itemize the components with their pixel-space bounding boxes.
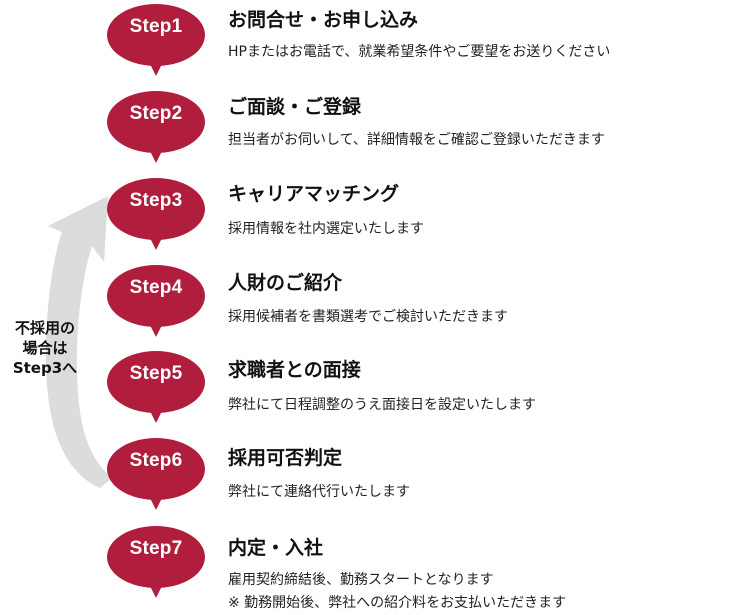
step-6-label: Step6 [129, 450, 183, 471]
step-7-title: 内定・入社 [228, 537, 324, 559]
side-note-line-1: 不採用の [14, 319, 75, 337]
step-1-badge-shape [107, 4, 205, 76]
step-3-badge: Step3 [106, 172, 206, 250]
step-5-badge-shape [107, 351, 205, 423]
step-5-description: 弊社にて日程調整のうえ面接日を設定いたします [228, 397, 536, 413]
step-3-label: Step3 [129, 190, 183, 211]
step-6-badge: Step6 [106, 432, 206, 510]
step-2-label: Step2 [129, 103, 183, 124]
step-2-badge: Step2 [106, 85, 206, 163]
step-7-note: ※ 勤務開始後、弊社への紹介料をお支払いただきます [228, 595, 567, 611]
step-3-title: キャリアマッチング [228, 183, 400, 205]
step-6-badge-shape [107, 438, 205, 510]
step-2-description: 担当者がお伺いして、詳細情報をご確認ご登録いただきます [228, 132, 605, 148]
step-2-badge-shape [107, 91, 205, 163]
loop-back-arrow-shape [45, 196, 112, 488]
step-1-badge: Step1 [106, 0, 206, 76]
step-3-badge-shape [107, 178, 205, 250]
step-2-title: ご面談・ご登録 [228, 96, 362, 118]
step-4-description: 採用候補者を書類選考でご検討いただきます [228, 309, 508, 325]
step-4-label: Step4 [129, 277, 183, 298]
step-4-badge: Step4 [106, 259, 206, 337]
step-5-title: 求職者との面接 [228, 359, 361, 381]
step-7-badge: Step7 [106, 520, 206, 598]
step-4-title: 人財のご紹介 [228, 272, 343, 294]
step-7-badge-shape [107, 526, 205, 598]
step-1-title: お問合せ・お申し込み [228, 9, 419, 31]
step-4-badge-shape [107, 265, 205, 337]
step-7-label: Step7 [129, 538, 183, 559]
step-1-label: Step1 [129, 16, 183, 37]
step-3-description: 採用情報を社内選定いたします [228, 221, 424, 237]
side-note-line-2: 場合は [22, 339, 68, 357]
step-6-title: 採用可否判定 [228, 447, 343, 469]
step-5-badge: Step5 [106, 345, 206, 423]
step-6-description: 弊社にて連絡代行いたします [228, 484, 410, 500]
step-5-label: Step5 [129, 363, 183, 384]
side-note-line-3: Step3へ [12, 359, 78, 377]
step-7-description: 雇用契約締結後、勤務スタートとなります [228, 572, 494, 588]
rejection-side-note: 不採用の 場合は Step3へ [0, 318, 90, 378]
step-1-description: HPまたはお電話で、就業希望条件やご要望をお送りください [228, 44, 611, 60]
